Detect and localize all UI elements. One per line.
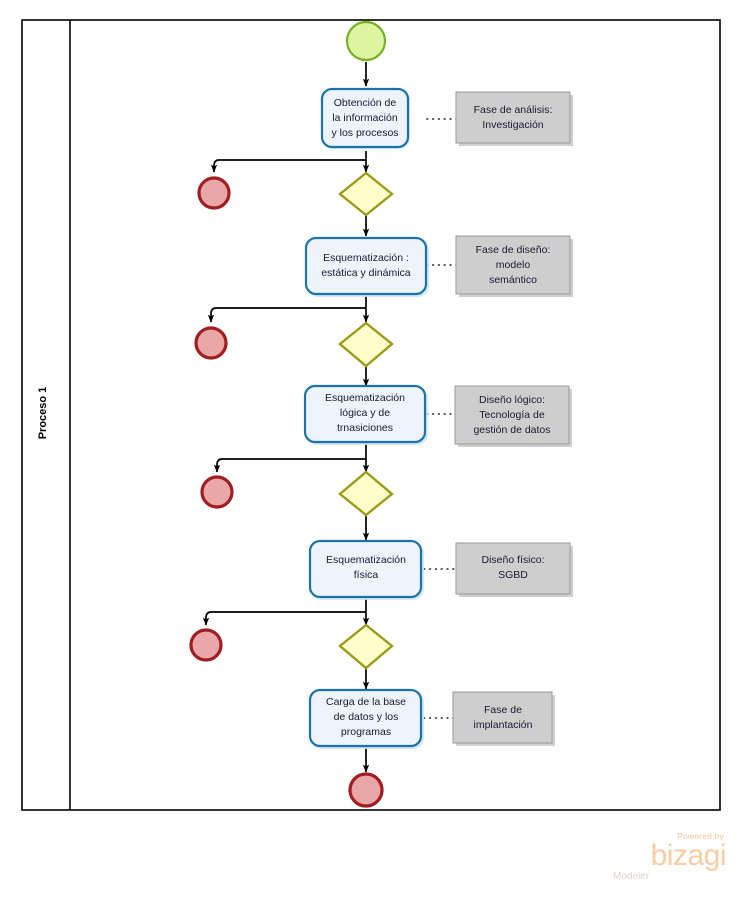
annotation-4-line-1: Diseño físico: [481, 554, 544, 566]
task-5-line-3: programas [341, 726, 391, 738]
annotation-5[interactable]: Fase de implantación [452, 691, 555, 746]
gateway-3[interactable] [338, 470, 394, 517]
annotation-3-line-1: Diseño lógico: [479, 394, 545, 406]
annotation-1-line-1: Fase de análisis: [474, 104, 553, 116]
task-2-line-2: estática y dinámica [321, 267, 410, 279]
annotation-2-line-1: Fase de diseño: [476, 244, 551, 256]
bizagi-brand-text: bizagi [650, 839, 727, 872]
annotation-1[interactable]: Fase de análisis: Investigación [455, 91, 573, 146]
bizagi-product-text: Modeler [613, 871, 650, 882]
annotation-1-line-2: Investigación [482, 119, 543, 131]
end-event-4[interactable] [189, 628, 223, 662]
flow-task-2-to-end-event-2 [207, 307, 366, 323]
task-4-line-1: Esquematización [326, 554, 406, 566]
flow-task-1-to-end-event-1 [210, 159, 366, 173]
annotation-3-line-2: Tecnología de [479, 409, 545, 421]
task-3-line-1: Esquematización [325, 392, 405, 404]
task-5[interactable]: Carga de la base de datos y los programa… [308, 688, 424, 749]
annotation-3-line-3: gestión de datos [473, 424, 550, 436]
task-4-line-2: física [354, 569, 379, 581]
task-4[interactable]: Esquematización física [308, 539, 424, 600]
annotation-3[interactable]: Diseño lógico: Tecnología de gestión de … [454, 385, 572, 447]
end-event-1[interactable] [197, 176, 231, 210]
annotation-2[interactable]: Fase de diseño: modelo semántico [455, 235, 573, 297]
task-3-line-3: trnasiciones [337, 422, 393, 434]
task-3-line-2: lógica y de [340, 407, 390, 419]
task-3[interactable]: Esquematización lógica y de trnasiciones [303, 384, 428, 445]
annotation-4-line-2: SGBD [498, 569, 528, 581]
task-5-line-1: Carga de la base [326, 696, 406, 708]
end-event-3[interactable] [200, 475, 234, 509]
task-1-line-1: Obtención de [334, 97, 397, 109]
flow-task-4-to-end-event-4 [202, 611, 366, 626]
gateway-2[interactable] [338, 321, 394, 368]
annotation-2-line-2: modelo [496, 259, 531, 271]
task-1-line-3: y los procesos [331, 127, 398, 139]
task-1-line-2: la información [332, 112, 398, 124]
bizagi-logo: Powered by bizagi Modeler [610, 831, 727, 887]
task-5-line-2: de datos y los [334, 711, 399, 723]
start-event[interactable] [345, 20, 387, 62]
task-2[interactable]: Esquematización : estática y dinámica [304, 236, 429, 297]
end-event-final[interactable] [348, 772, 384, 808]
gateway-1[interactable] [338, 171, 394, 217]
flow-task-3-to-end-event-3 [213, 458, 366, 473]
end-event-2[interactable] [194, 326, 228, 360]
task-2-line-1: Esquematización : [323, 252, 409, 264]
lane-title-proceso-1: Proceso 1 [37, 387, 49, 440]
gateway-4[interactable] [338, 623, 394, 670]
task-1[interactable]: Obtención de la información y los proces… [320, 87, 410, 149]
annotation-5-line-1: Fase de [484, 704, 522, 716]
annotation-2-line-3: semántico [489, 274, 537, 286]
powered-by-label: Powered by [677, 831, 724, 841]
annotation-4[interactable]: Diseño físico: SGBD [455, 542, 573, 597]
annotation-5-line-2: implantación [474, 719, 533, 731]
